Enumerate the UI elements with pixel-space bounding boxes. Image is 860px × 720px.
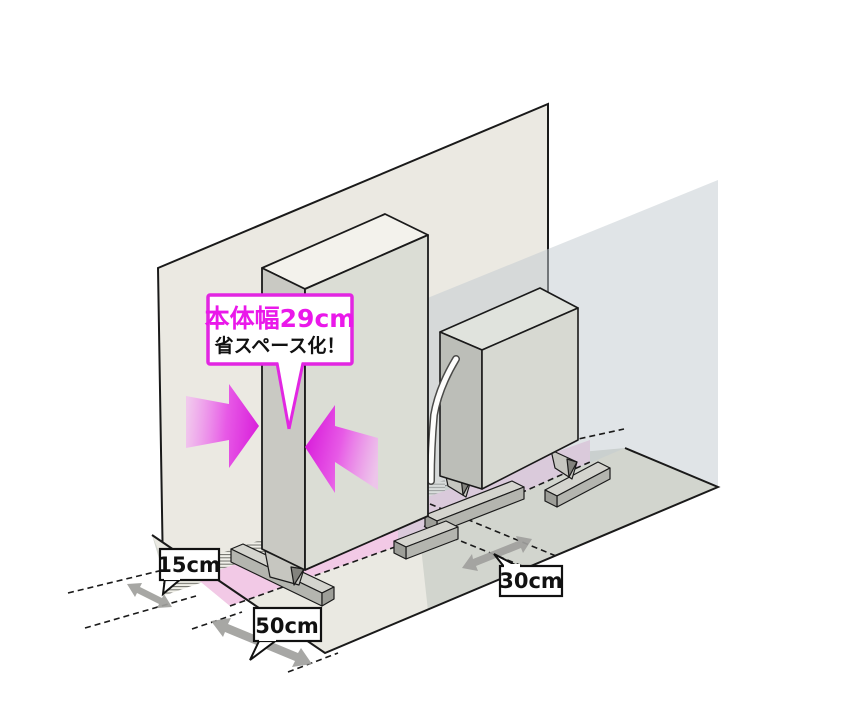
label-30cm-text: 30cm bbox=[499, 569, 563, 593]
installation-area-highlight bbox=[152, 535, 428, 653]
slim-unit-side-face bbox=[304, 234, 429, 571]
old-unit-front-face bbox=[439, 331, 483, 490]
old-unit-feet bbox=[393, 449, 611, 560]
drain-pipe bbox=[427, 355, 460, 485]
callout-balloon: 本体幅29cm 省スペース化！ bbox=[205, 293, 356, 430]
dimension-arrow-30cm-icon bbox=[462, 536, 532, 571]
old-unit-side-face bbox=[481, 307, 579, 490]
compress-arrow-right-icon bbox=[305, 405, 378, 493]
callout-width-text: 本体幅29cm bbox=[205, 304, 356, 333]
compress-arrow-left-icon bbox=[186, 384, 259, 468]
old-unit bbox=[393, 287, 611, 560]
dimension-arrow-15cm-icon bbox=[127, 583, 172, 608]
label-15cm-text: 15cm bbox=[157, 553, 221, 577]
label-50cm: 50cm bbox=[249, 606, 323, 661]
slim-unit-feet bbox=[230, 543, 335, 607]
callout-tail bbox=[278, 361, 302, 429]
label-15cm: 15cm bbox=[157, 547, 221, 597]
label-50cm-text: 50cm bbox=[255, 614, 319, 638]
label-30cm: 30cm bbox=[493, 553, 564, 598]
callout-space-text: 省スペース化！ bbox=[214, 334, 346, 357]
